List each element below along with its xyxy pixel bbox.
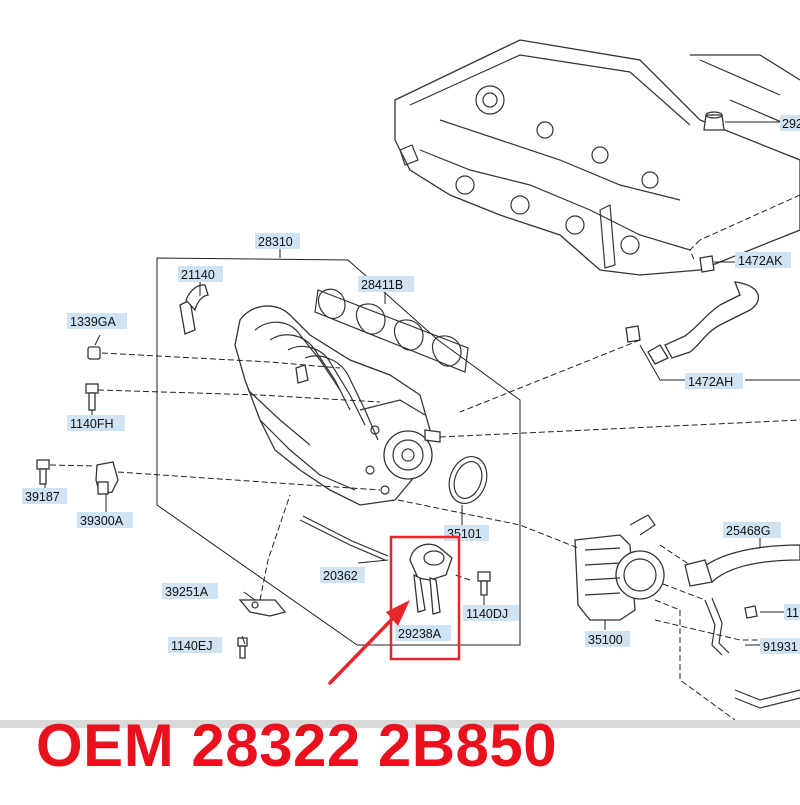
bolt-1339GA [87,346,101,360]
pointer-arrow-icon [328,600,410,685]
part-label-28411B: 28411B [358,276,414,292]
part-label-1140DJ: 1140DJ [463,605,519,621]
label-text: 1140EJ [171,639,212,653]
label-text: 39251A [165,585,209,599]
coolant-hose [684,544,800,587]
engine-head-illustration [394,39,800,276]
sensor-39300A [95,461,119,495]
part-label-35101: 35101 [444,525,489,541]
part-label-25468G: 25468G [723,522,781,538]
part-label-292-cut: 292 [780,115,800,131]
breather-hose [625,255,760,365]
part-label-1472AH: 1472AH [685,373,743,389]
label-text: 28411B [361,278,403,292]
part-label-11-cut: 11 [784,604,800,620]
part-label-39187: 39187 [22,488,67,504]
label-text: 1339GA [70,315,117,329]
label-text: 1472AH [688,375,733,389]
label-text: 1140DJ [466,607,508,621]
highlight-box [389,535,461,661]
part-label-29238A: 29238A [395,625,451,641]
label-text: 39300A [80,514,124,528]
separator-bar [0,720,800,728]
manifold-gasket [314,288,469,373]
oem-caption: OEM 28322 2B850 [36,712,558,779]
label-text: 28310 [258,235,293,249]
label-text: 35100 [588,633,623,647]
coolant-pipe [704,597,800,709]
part-label-20362: 20362 [320,567,365,583]
vacuum-tube [299,515,389,561]
bolt-1140FH [85,383,99,411]
throttle-body [574,514,665,621]
label-text: 292 [782,117,800,131]
part-label-39251A: 39251A [162,583,218,599]
label-text: 1140FH [70,417,114,431]
label-text: 25468G [726,524,770,538]
part-label-35100: 35100 [585,631,630,647]
label-text: 20362 [323,569,358,583]
part-label-1472AK: 1472AK [735,252,791,268]
grommet-part [703,111,725,131]
part-label-28310: 28310 [255,233,300,249]
swirl-actuator [409,543,453,615]
pcv-hose [179,284,209,335]
part-label-1140EJ: 1140EJ [168,637,222,653]
label-text: 91931 [763,640,798,654]
bolt-1140DJ [477,571,491,596]
bracket-39251A [238,599,287,617]
throttle-gasket [448,456,488,504]
label-text: 21140 [181,268,215,282]
part-label-39300A: 39300A [77,512,133,528]
part-label-1339GA: 1339GA [67,313,127,329]
intake-manifold-illustration [234,305,441,506]
label-text: 1472AK [738,254,783,268]
label-text: 29238A [398,627,442,641]
part-label-1140FH: 1140FH [67,415,125,431]
part-label-91931-cut: 91931 [760,638,800,654]
label-text: 11 [786,606,799,620]
bolt-1140EJ [237,637,248,659]
label-text: 35101 [447,527,482,541]
part-label-21140: 21140 [178,266,223,282]
bolt-39187 [36,459,50,485]
label-text: 39187 [25,490,60,504]
